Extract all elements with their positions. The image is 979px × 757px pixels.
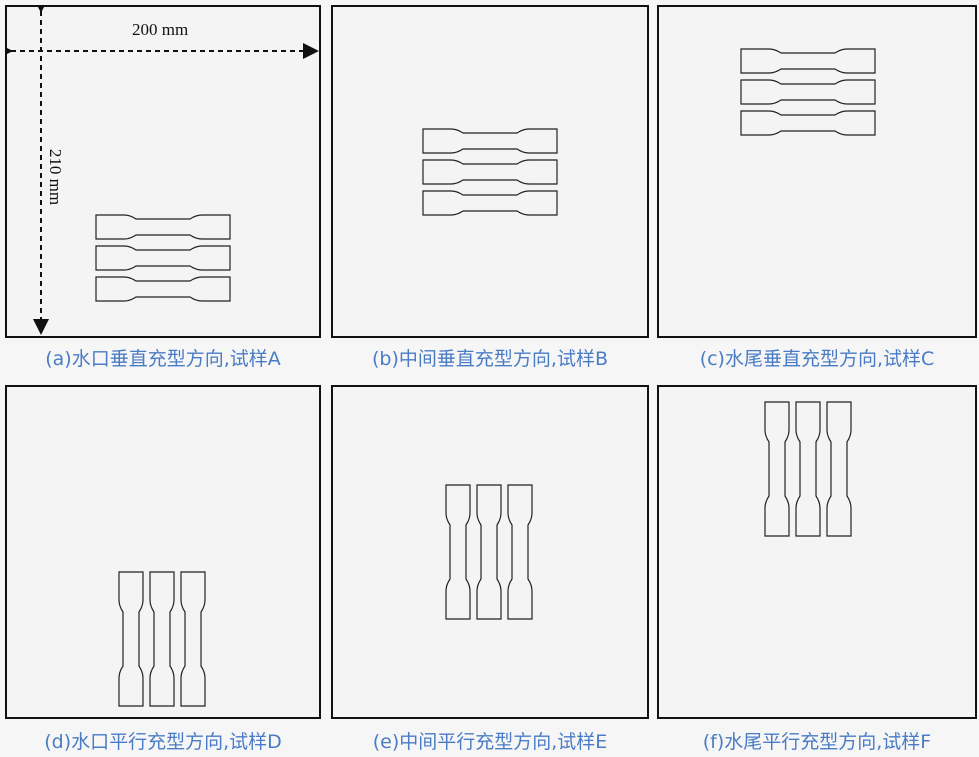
height-label: 210 mm xyxy=(46,148,66,206)
specimen-layout xyxy=(764,401,852,537)
panel-a: 200 mm 210 mm xyxy=(5,5,321,338)
tensile-specimen xyxy=(740,110,876,136)
panel-c xyxy=(657,5,977,338)
tensile-specimen xyxy=(95,245,231,271)
tensile-specimen xyxy=(149,571,175,707)
specimen-layout xyxy=(445,484,533,620)
tensile-specimen xyxy=(445,484,471,620)
panel-b xyxy=(331,5,649,338)
tensile-specimen xyxy=(95,214,231,240)
tensile-specimen xyxy=(476,484,502,620)
panel-caption-d: (d)水口平行充型方向,试样D xyxy=(44,731,282,753)
tensile-specimen xyxy=(740,48,876,74)
panel-d xyxy=(5,385,321,719)
tensile-specimen xyxy=(740,79,876,105)
panel-f xyxy=(657,385,977,719)
tensile-specimen xyxy=(422,128,558,154)
specimen-layout xyxy=(422,128,558,216)
tensile-specimen xyxy=(764,401,790,537)
tensile-specimen xyxy=(422,159,558,185)
tensile-specimen xyxy=(180,571,206,707)
tensile-specimen xyxy=(118,571,144,707)
tensile-specimen xyxy=(795,401,821,537)
panel-caption-f: (f)水尾平行充型方向,试样F xyxy=(702,731,932,753)
panel-caption-e: (e)中间平行充型方向,试样E xyxy=(372,731,608,753)
tensile-specimen xyxy=(826,401,852,537)
panel-caption-b: (b)中间垂直充型方向,试样B xyxy=(372,348,608,370)
specimen-layout xyxy=(118,571,206,707)
panel-e xyxy=(331,385,649,719)
specimen-layout xyxy=(740,48,876,136)
tensile-specimen xyxy=(507,484,533,620)
width-label: 200 mm xyxy=(132,20,189,39)
specimen-layout xyxy=(7,7,319,335)
panel-caption-a: (a)水口垂直充型方向,试样A xyxy=(45,348,281,370)
tensile-specimen xyxy=(95,276,231,302)
panel-caption-c: (c)水尾垂直充型方向,试样C xyxy=(699,348,935,370)
tensile-specimen xyxy=(422,190,558,216)
